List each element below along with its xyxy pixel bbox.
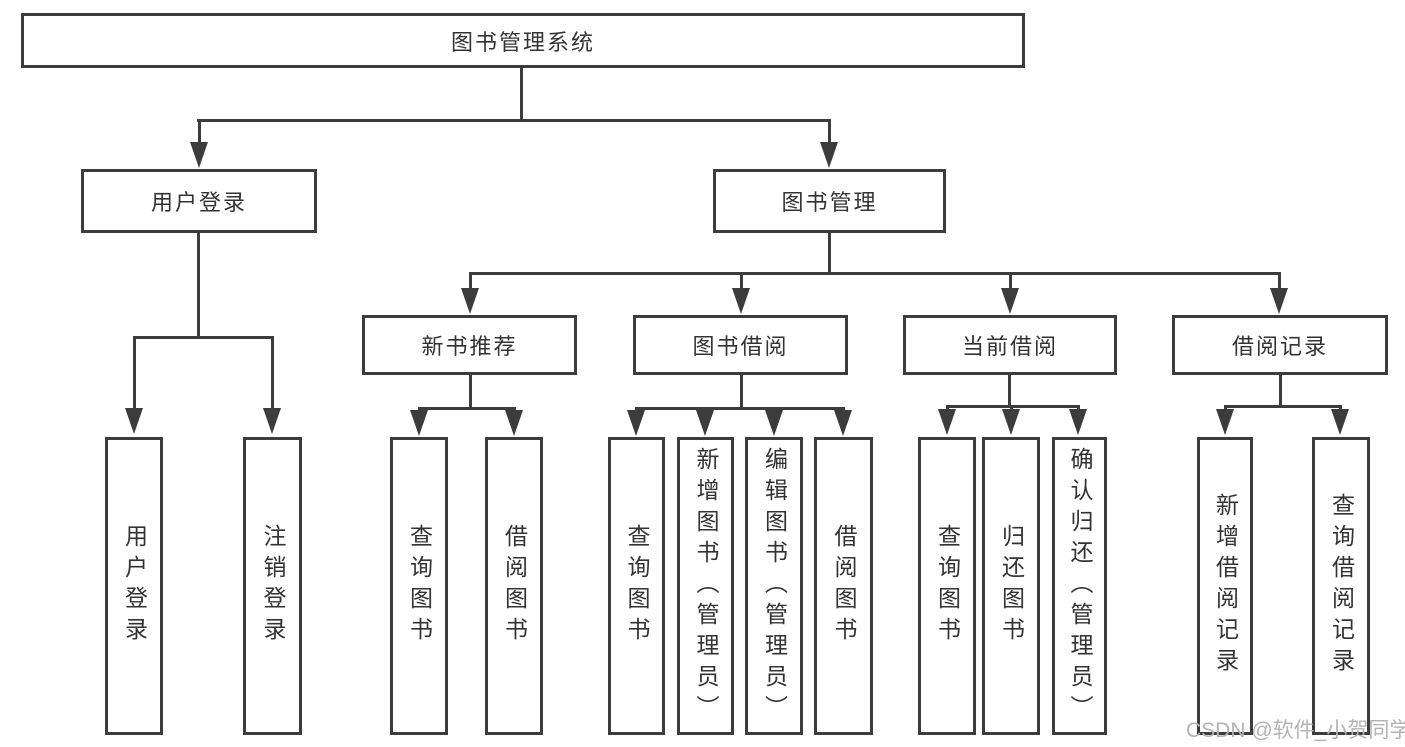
leaf-borrow-borrow-book: 借阅图书 bbox=[814, 437, 873, 735]
leaf-record-query-borrow-record: 查询借阅记录 bbox=[1312, 437, 1370, 735]
leaf-label: 注销登录 bbox=[260, 524, 286, 648]
connector-line bbox=[946, 405, 949, 412]
connector-line bbox=[1077, 405, 1080, 412]
node-label: 新书推荐 bbox=[421, 334, 518, 359]
node-label: 图书管理 bbox=[781, 190, 878, 215]
leaf-borrow-query-book: 查询图书 bbox=[608, 437, 665, 735]
connector-line bbox=[1010, 405, 1013, 412]
leaf-current-query-book: 查询图书 bbox=[918, 437, 976, 735]
node-label: 图书借阅 bbox=[692, 334, 789, 359]
node-user-login-branch: 用户登录 bbox=[81, 169, 317, 233]
leaf-current-confirm-return-admin: 确认归还（管理员） bbox=[1052, 437, 1107, 735]
arrow-down-icon bbox=[834, 410, 852, 436]
node-current-borrow: 当前借阅 bbox=[903, 315, 1117, 375]
arrow-down-icon bbox=[1001, 288, 1019, 314]
connector-line bbox=[946, 405, 1080, 408]
leaf-label: 查询图书 bbox=[624, 524, 650, 648]
leaf-label: 借阅图书 bbox=[831, 524, 857, 648]
connector-line bbox=[197, 233, 200, 336]
connector-line bbox=[1279, 375, 1282, 405]
leaf-user-login: 用户登录 bbox=[105, 437, 163, 735]
arrow-down-icon bbox=[732, 288, 750, 314]
connector-line bbox=[197, 119, 831, 122]
connector-line bbox=[1008, 375, 1011, 405]
arrow-down-icon bbox=[125, 408, 143, 434]
arrow-down-icon bbox=[461, 288, 479, 314]
leaf-label: 新增图书（管理员） bbox=[693, 446, 719, 726]
leaf-newbook-borrow-book: 借阅图书 bbox=[485, 437, 543, 735]
connector-line bbox=[740, 272, 743, 290]
leaf-label: 查询图书 bbox=[934, 524, 961, 648]
leaf-label: 确认归还（管理员） bbox=[1067, 446, 1093, 726]
node-book-management-branch: 图书管理 bbox=[713, 169, 946, 233]
arrow-down-icon bbox=[1331, 409, 1349, 435]
connector-line bbox=[1224, 405, 1227, 412]
node-label: 图书管理系统 bbox=[450, 29, 595, 55]
node-label: 用户登录 bbox=[150, 190, 247, 215]
arrow-down-icon bbox=[1002, 409, 1020, 435]
leaf-label: 查询图书 bbox=[406, 524, 433, 648]
leaf-label: 用户登录 bbox=[121, 524, 148, 648]
leaf-label: 新增借阅记录 bbox=[1212, 493, 1239, 679]
connector-line bbox=[133, 336, 136, 410]
node-book-borrow: 图书借阅 bbox=[633, 315, 848, 375]
connector-line bbox=[1339, 405, 1342, 412]
connector-line bbox=[520, 68, 523, 119]
node-label: 当前借阅 bbox=[961, 334, 1058, 359]
arrow-down-icon bbox=[820, 142, 838, 168]
leaf-logout: 注销登录 bbox=[243, 437, 302, 735]
connector-line bbox=[198, 119, 201, 145]
connector-line bbox=[133, 336, 274, 339]
connector-line bbox=[740, 375, 743, 407]
connector-line bbox=[1278, 272, 1281, 290]
leaf-newbook-query-book: 查询图书 bbox=[390, 437, 448, 735]
connector-line bbox=[828, 233, 831, 272]
arrow-down-icon bbox=[190, 142, 208, 168]
node-root-library-system: 图书管理系统 bbox=[21, 13, 1025, 68]
connector-line bbox=[828, 119, 831, 145]
arrow-down-icon bbox=[1216, 409, 1234, 435]
connector-line bbox=[635, 407, 844, 410]
arrow-down-icon bbox=[1270, 288, 1288, 314]
arrow-down-icon bbox=[627, 410, 645, 436]
connector-line bbox=[1009, 272, 1012, 290]
leaf-current-return-book: 归还图书 bbox=[982, 437, 1040, 735]
connector-line bbox=[469, 272, 1281, 275]
connector-line bbox=[271, 336, 274, 410]
node-new-book-recommend: 新书推荐 bbox=[362, 315, 577, 375]
connector-line bbox=[469, 375, 472, 407]
arrow-down-icon bbox=[410, 410, 428, 436]
leaf-record-add-borrow-record: 新增借阅记录 bbox=[1197, 437, 1253, 735]
leaf-label: 编辑图书（管理员） bbox=[761, 446, 788, 726]
arrow-down-icon bbox=[938, 409, 956, 435]
arrow-down-icon bbox=[1069, 409, 1087, 435]
connector-line bbox=[1224, 405, 1342, 408]
arrow-down-icon bbox=[505, 410, 523, 436]
leaf-label: 借阅图书 bbox=[501, 524, 528, 648]
csdn-watermark: CSDN @软件_小贺同学 bbox=[1186, 719, 1405, 742]
leaf-label: 归还图书 bbox=[998, 524, 1025, 648]
node-label: 借阅记录 bbox=[1231, 334, 1328, 359]
leaf-label: 查询借阅记录 bbox=[1328, 493, 1355, 679]
leaf-borrow-add-book-admin: 新增图书（管理员） bbox=[677, 437, 734, 735]
arrow-down-icon bbox=[696, 410, 714, 436]
arrow-down-icon bbox=[765, 410, 783, 436]
leaf-borrow-edit-book-admin: 编辑图书（管理员） bbox=[745, 437, 803, 735]
node-borrow-record: 借阅记录 bbox=[1172, 315, 1388, 375]
connector-line bbox=[418, 407, 515, 410]
connector-line bbox=[469, 272, 472, 290]
arrow-down-icon bbox=[263, 408, 281, 434]
